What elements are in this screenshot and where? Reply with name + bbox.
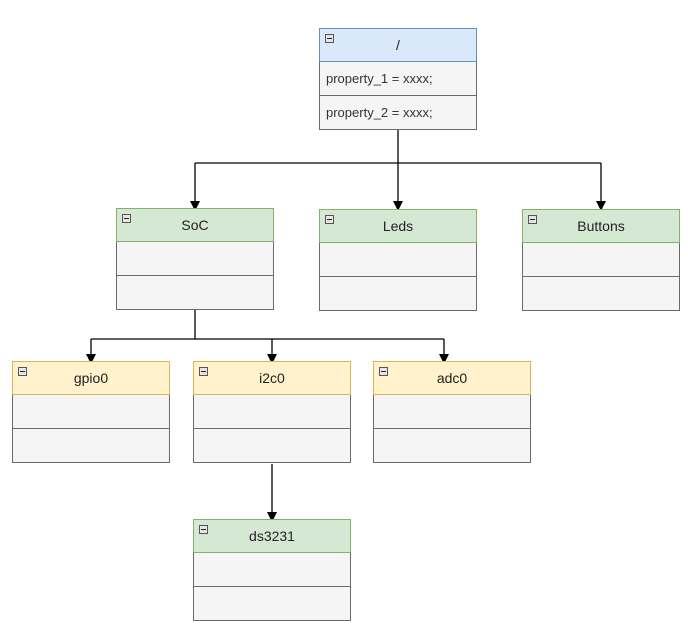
node-adc0-row-2 <box>373 429 531 463</box>
node-leds-header[interactable]: Leds <box>319 209 477 243</box>
node-root-title: / <box>396 37 400 53</box>
node-leds-title: Leds <box>382 218 414 234</box>
node-i2c0-row-1 <box>193 395 351 429</box>
node-root-row-2: property_2 = xxxx; <box>319 96 477 130</box>
collapse-minus-icon[interactable] <box>199 525 208 534</box>
collapse-minus-icon[interactable] <box>325 215 334 224</box>
node-i2c0-title: i2c0 <box>259 370 285 386</box>
node-soc-row-2 <box>116 276 274 310</box>
node-adc0-row-1 <box>373 395 531 429</box>
node-ds3231-header[interactable]: ds3231 <box>193 519 351 553</box>
node-gpio0[interactable]: gpio0 <box>12 361 170 463</box>
node-buttons-header[interactable]: Buttons <box>522 209 680 243</box>
node-adc0[interactable]: adc0 <box>373 361 531 463</box>
node-leds-row-1 <box>319 243 477 277</box>
node-gpio0-header[interactable]: gpio0 <box>12 361 170 395</box>
node-soc-row-1 <box>116 242 274 276</box>
node-soc[interactable]: SoC <box>116 208 274 310</box>
collapse-minus-icon[interactable] <box>325 34 334 43</box>
node-ds3231-title: ds3231 <box>249 528 295 544</box>
node-soc-header[interactable]: SoC <box>116 208 274 242</box>
node-buttons-row-1 <box>522 243 680 277</box>
node-ds3231-row-1 <box>193 553 351 587</box>
node-adc0-header[interactable]: adc0 <box>373 361 531 395</box>
collapse-minus-icon[interactable] <box>122 214 131 223</box>
node-leds[interactable]: Leds <box>319 209 477 311</box>
node-leds-row-2 <box>319 277 477 311</box>
node-buttons[interactable]: Buttons <box>522 209 680 311</box>
node-root-header[interactable]: / <box>319 28 477 62</box>
node-gpio0-row-1 <box>12 395 170 429</box>
node-soc-title: SoC <box>181 217 209 233</box>
node-adc0-title: adc0 <box>436 370 468 386</box>
node-ds3231-row-2 <box>193 587 351 621</box>
node-i2c0-row-2 <box>193 429 351 463</box>
node-gpio0-row-2 <box>12 429 170 463</box>
node-i2c0[interactable]: i2c0 <box>193 361 351 463</box>
node-ds3231[interactable]: ds3231 <box>193 519 351 621</box>
node-i2c0-header[interactable]: i2c0 <box>193 361 351 395</box>
node-root-row-1: property_1 = xxxx; <box>319 62 477 96</box>
node-buttons-row-2 <box>522 277 680 311</box>
collapse-minus-icon[interactable] <box>199 367 208 376</box>
collapse-minus-icon[interactable] <box>528 215 537 224</box>
collapse-minus-icon[interactable] <box>18 367 27 376</box>
node-buttons-title: Buttons <box>577 218 625 234</box>
collapse-minus-icon[interactable] <box>379 367 388 376</box>
node-root[interactable]: / property_1 = xxxx; property_2 = xxxx; <box>319 28 477 130</box>
node-gpio0-title: gpio0 <box>73 370 109 386</box>
